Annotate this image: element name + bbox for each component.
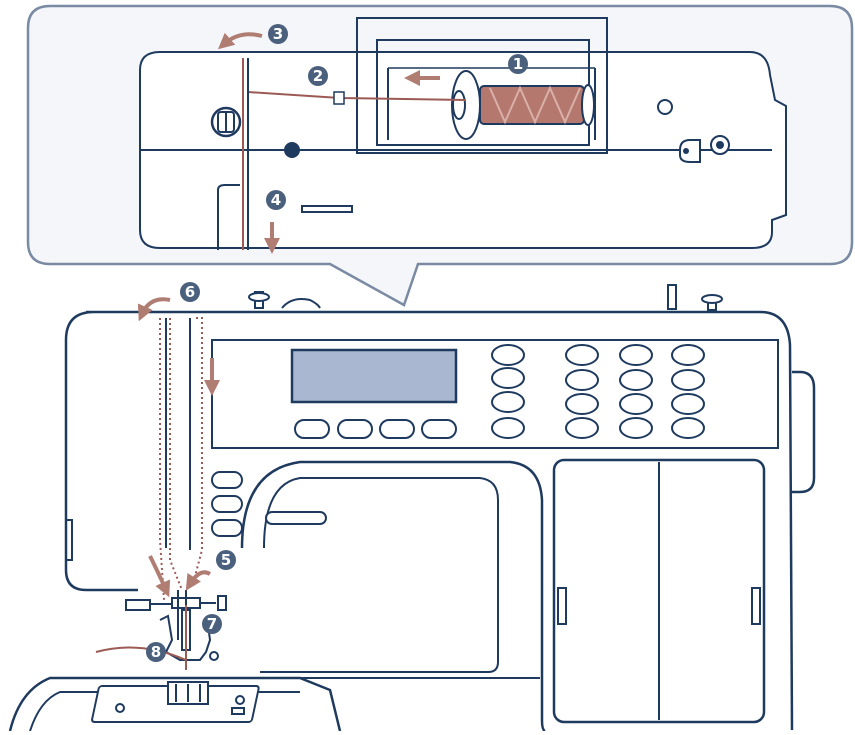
- panel-button[interactable]: [492, 392, 524, 412]
- panel-button[interactable]: [295, 420, 329, 438]
- panel-button[interactable]: [338, 420, 372, 438]
- keypad-button[interactable]: [672, 394, 704, 414]
- svg-text:8: 8: [151, 643, 161, 661]
- step-badge-3: 3: [268, 24, 288, 44]
- step-badge-8: 8: [146, 642, 166, 662]
- needle-position-button[interactable]: [212, 520, 242, 536]
- keypad-button[interactable]: [620, 345, 652, 365]
- keypad-button[interactable]: [672, 418, 704, 438]
- step-badge-5: 5: [216, 550, 236, 570]
- lcd-button-row: [295, 420, 456, 438]
- svg-text:4: 4: [271, 191, 281, 209]
- thread-cutter: [126, 600, 172, 610]
- keypad-button[interactable]: [566, 394, 598, 414]
- arm-opening: [242, 462, 545, 731]
- panel-button[interactable]: [422, 420, 456, 438]
- panel-button[interactable]: [492, 418, 524, 438]
- keypad-button[interactable]: [672, 345, 704, 365]
- number-keypad: [566, 345, 704, 438]
- lcd-screen: [292, 350, 456, 402]
- panel-button[interactable]: [492, 345, 524, 365]
- svg-text:5: 5: [221, 551, 231, 569]
- thread-guide: [334, 92, 344, 104]
- step-badge-4: 4: [266, 190, 286, 210]
- presser-foot-lever[interactable]: [266, 512, 326, 524]
- reverse-button[interactable]: [212, 496, 242, 512]
- keypad-button[interactable]: [672, 370, 704, 390]
- svg-text:3: 3: [273, 25, 283, 43]
- svg-text:1: 1: [513, 55, 523, 73]
- keypad-button[interactable]: [566, 418, 598, 438]
- sewing-machine: 6 5 7 8: [10, 282, 814, 731]
- hand-wheel: [792, 372, 814, 492]
- step-badge-2: 2: [308, 66, 328, 86]
- thread-tail: [96, 648, 186, 661]
- keypad-button[interactable]: [566, 370, 598, 390]
- curved-arrow-icon: [190, 572, 210, 584]
- bobbin-slot: [302, 206, 352, 212]
- svg-text:2: 2: [313, 67, 323, 85]
- callout-panel: 1 2 3 4: [28, 6, 852, 305]
- keypad-button[interactable]: [620, 370, 652, 390]
- start-stop-button[interactable]: [212, 472, 242, 488]
- step-badge-1: 1: [508, 54, 528, 74]
- needle-assembly: [172, 590, 226, 640]
- keypad-button[interactable]: [620, 418, 652, 438]
- stitch-button-column: [492, 345, 524, 438]
- svg-text:7: 7: [207, 615, 217, 633]
- panel-button[interactable]: [380, 420, 414, 438]
- panel-button[interactable]: [492, 368, 524, 388]
- thread-spool: [480, 86, 584, 124]
- bobbin-winder-stopper: [284, 142, 300, 158]
- step-badge-6: 6: [180, 282, 200, 302]
- svg-text:6: 6: [185, 283, 195, 301]
- keypad-button[interactable]: [566, 345, 598, 365]
- step-badge-7: 7: [202, 614, 222, 634]
- keypad-button[interactable]: [620, 394, 652, 414]
- curved-arrow-icon: [150, 556, 166, 590]
